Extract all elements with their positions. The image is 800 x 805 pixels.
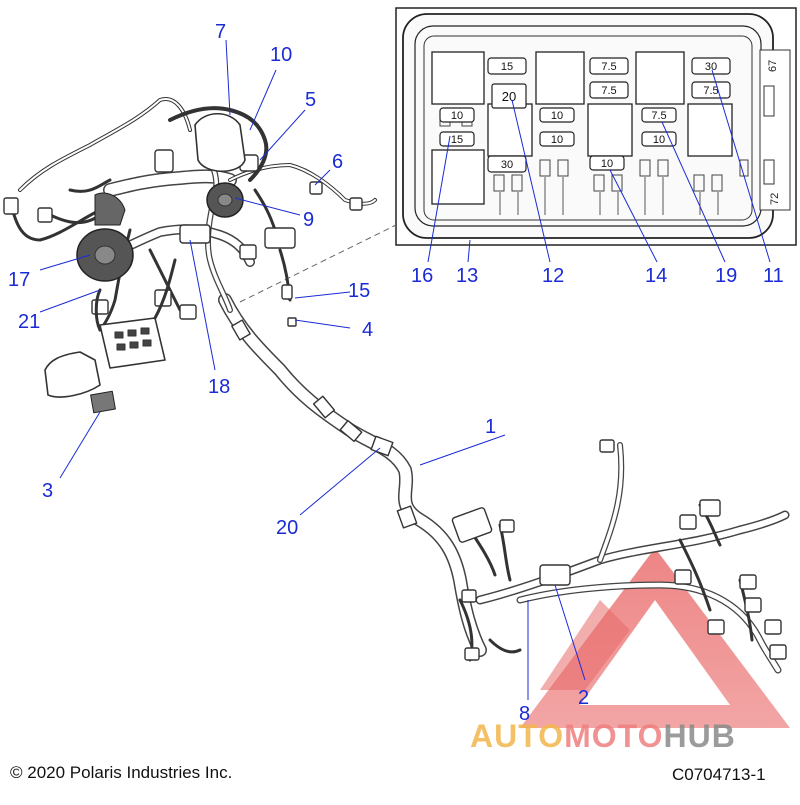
callout-9: 9 (303, 209, 315, 231)
fuse-box-inset: 15 20 10 15 30 7.5 7.5 10 10 10 7.5 10 3… (395, 7, 797, 263)
fuse-label: 10 (653, 134, 665, 146)
callout-20: 20 (276, 517, 299, 539)
fuse-label: 10 (451, 110, 463, 122)
fuse-box-side-label: 67 (767, 60, 779, 72)
fuse-label: 15 (501, 61, 513, 73)
callout-7: 7 (215, 21, 227, 43)
callout-19: 19 (715, 265, 738, 287)
callout-16: 16 (411, 265, 434, 287)
fuse-label: 30 (501, 159, 513, 171)
callout-1: 1 (485, 416, 497, 438)
fuse-label: 15 (451, 134, 463, 146)
callout-21: 21 (18, 311, 41, 333)
callout-12: 12 (542, 265, 565, 287)
watermark-text-moto: MOTO (564, 718, 664, 754)
fuse-label: 30 (705, 61, 717, 73)
fuse-box-side-label: 72 (769, 193, 781, 205)
fuse-label: 7.5 (601, 85, 616, 97)
callout-8: 8 (519, 703, 531, 725)
callout-3: 3 (42, 480, 54, 502)
fuse-label: 20 (502, 89, 516, 104)
callout-4: 4 (362, 319, 374, 341)
callout-2: 2 (578, 687, 590, 709)
callout-18: 18 (208, 376, 231, 398)
watermark-logo (520, 548, 790, 728)
callout-11: 11 (763, 265, 784, 287)
fuse-label: 7.5 (651, 110, 666, 122)
callout-6: 6 (332, 151, 344, 173)
diagram-part-number: C0704713-1 (672, 765, 766, 784)
callout-10: 10 (270, 44, 293, 66)
callout-17: 17 (8, 269, 31, 291)
callout-13: 13 (456, 265, 479, 287)
watermark-wordmark: AUTOMOTOHUB (470, 718, 736, 755)
callout-15: 15 (348, 280, 371, 302)
fuse-label: 10 (601, 158, 613, 170)
fuse-label: 10 (551, 110, 563, 122)
callout-14: 14 (645, 265, 668, 287)
watermark-text-auto: AUTO (470, 718, 565, 754)
callout-5: 5 (305, 89, 317, 111)
fuse-label: 7.5 (703, 85, 718, 97)
wire-harness-art (3, 97, 790, 674)
fuse-label: 10 (551, 134, 563, 146)
fuse-label: 7.5 (601, 61, 616, 73)
watermark-text-hub: HUB (663, 718, 736, 754)
copyright-notice: © 2020 Polaris Industries Inc. (10, 763, 233, 782)
